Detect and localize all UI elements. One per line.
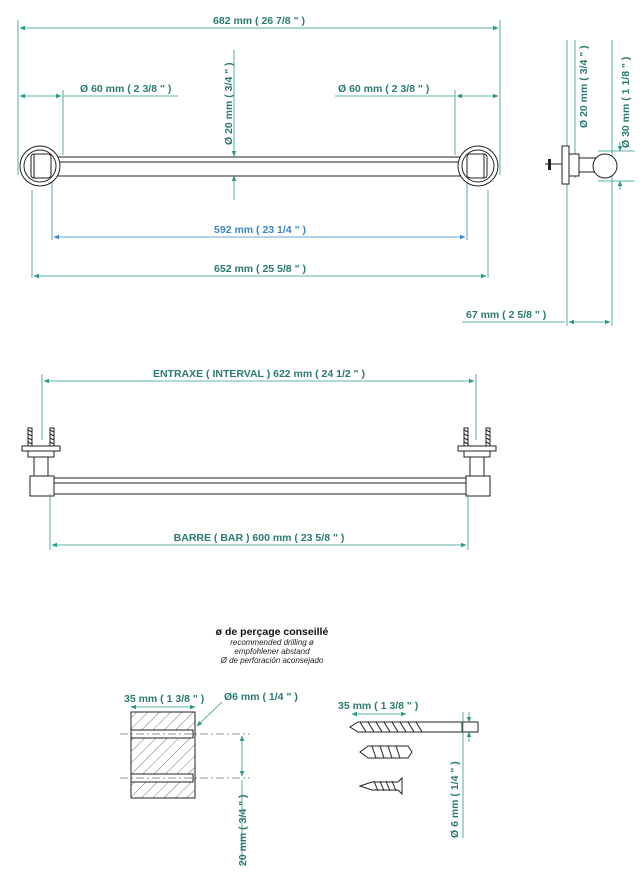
- wall-depth-label: 35 mm ( 1 3/8 " ): [124, 693, 204, 705]
- left-rosette: [19, 145, 61, 187]
- side-view: Ø 20 mm ( 3/4 " ) Ø 30 mm ( 1 1/8 " ) 67…: [462, 40, 635, 326]
- left-fixing: [21, 427, 61, 497]
- rosette-height-label: Ø 20 mm ( 3/4 " ): [223, 62, 235, 145]
- outer-length-label: 652 mm ( 25 5/8 " ): [214, 263, 306, 275]
- drilling-de: empfohlener abstand: [234, 647, 310, 656]
- overall-width-label: 682 mm ( 26 7/8 " ): [213, 15, 305, 27]
- drilling-title: ø de perçage conseillé: [216, 626, 329, 638]
- front-bar: [53, 477, 467, 495]
- front-view: ENTRAXE ( INTERVAL ) 622 mm ( 24 1/2 " ): [21, 368, 497, 550]
- interval-label: ENTRAXE ( INTERVAL ) 622 mm ( 24 1/2 " ): [153, 368, 365, 380]
- right-rosette: [457, 145, 499, 187]
- drill-detail: 35 mm ( 1 3/8 " ) Ø 6 mm ( 1/4 " ): [338, 700, 479, 838]
- drill-diameter-label: Ø 6 mm ( 1/4 " ): [449, 761, 461, 838]
- wall-section: [130, 711, 196, 799]
- bar-diameter-label: Ø 20 mm ( 3/4 " ): [578, 45, 590, 128]
- screw: [358, 776, 403, 796]
- drilling-legend: ø de perçage conseillé recommended drill…: [216, 626, 329, 665]
- hole-diameter-label: Ø6 mm ( 1/4 " ): [224, 691, 298, 703]
- side-bar-section: [592, 153, 618, 179]
- wall-plug: [359, 745, 413, 759]
- projection-label: 67 mm ( 2 5/8 " ): [466, 309, 546, 321]
- rosette-right-label: Ø 60 mm ( 2 3/8 " ): [338, 83, 429, 95]
- side-screw-head: [548, 159, 551, 170]
- head-diameter-label: Ø 30 mm ( 1 1/8 " ): [620, 57, 632, 148]
- drilling-es: Ø de perforación aconsejado: [220, 656, 324, 665]
- hole-spacing-label: 20 mm ( 3/4 " ): [237, 794, 249, 866]
- rosette-left-label: Ø 60 mm ( 2 3/8 " ): [80, 83, 171, 95]
- drilling-en: recommended drilling ø: [230, 638, 314, 647]
- right-fixing: [457, 427, 497, 497]
- wall-block-detail: 35 mm ( 1 3/8 " ) Ø6 mm ( 1/4 " ) 20 mm …: [120, 691, 298, 866]
- bar-length-label: 592 mm ( 23 1/4 " ): [214, 224, 306, 236]
- drill-depth-label: 35 mm ( 1 3/8 " ): [338, 700, 418, 712]
- drill-bit: [349, 721, 479, 733]
- towel-bar: [39, 156, 479, 177]
- hole-diameter-leader: [196, 701, 223, 727]
- top-view: 682 mm ( 26 7/8 " ) Ø 60 mm ( 2 3/8 " ) …: [17, 15, 501, 279]
- bar-label: BARRE ( BAR ) 600 mm ( 23 5/8 " ): [174, 532, 345, 544]
- side-rosette-cap: [568, 153, 580, 177]
- side-rosette: [561, 145, 570, 185]
